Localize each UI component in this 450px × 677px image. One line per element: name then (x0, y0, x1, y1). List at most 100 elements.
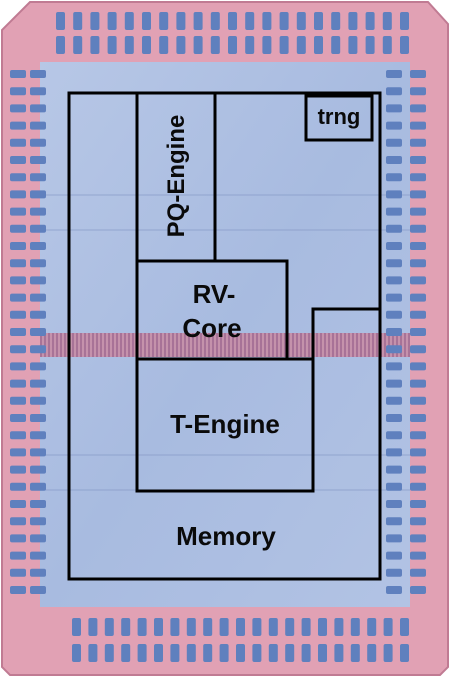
io-pad (10, 121, 26, 130)
io-pad (10, 259, 26, 268)
io-pad (210, 36, 220, 54)
io-pad (30, 276, 46, 285)
io-pad (367, 618, 377, 636)
io-pad (90, 36, 100, 54)
io-pad (386, 104, 402, 113)
io-pad (30, 414, 46, 422)
io-pad (386, 293, 402, 302)
io-pad (410, 465, 426, 474)
io-pad (410, 500, 426, 508)
io-pad (107, 12, 117, 30)
trng-label: trng (318, 104, 361, 129)
io-pad (334, 644, 344, 662)
io-pad (236, 644, 245, 662)
io-pad (10, 448, 26, 457)
io-pad (10, 379, 26, 388)
io-pad (170, 618, 180, 636)
io-pad (386, 224, 402, 233)
io-pad (10, 242, 26, 250)
io-pad (137, 644, 147, 662)
io-pad (386, 242, 402, 250)
io-pad (30, 517, 46, 526)
io-pad (10, 207, 26, 216)
io-pad (107, 36, 117, 54)
io-pad (410, 345, 426, 354)
io-pad (154, 618, 163, 636)
io-pad (348, 12, 358, 30)
io-pad (383, 618, 393, 636)
io-pad (30, 224, 46, 233)
io-pad (348, 36, 358, 54)
io-pad (30, 310, 46, 319)
io-pad (10, 173, 26, 182)
io-pad (410, 156, 426, 164)
io-pad (10, 328, 26, 336)
io-pad (383, 644, 393, 662)
io-pad (10, 156, 26, 164)
io-pad (176, 12, 186, 30)
io-pad (410, 87, 426, 96)
io-pad (386, 276, 402, 285)
io-pad (386, 87, 402, 96)
io-pad (186, 644, 196, 662)
io-pad (236, 618, 245, 636)
io-pad (10, 396, 26, 405)
io-pad (410, 431, 426, 440)
io-pad (400, 618, 409, 636)
io-pad (410, 207, 426, 216)
io-pad (386, 345, 402, 354)
io-pad (30, 293, 46, 302)
io-pad (386, 70, 402, 78)
io-pad (386, 259, 402, 268)
io-pad (262, 36, 272, 54)
io-pads-bottom (72, 618, 409, 662)
io-pad (56, 12, 65, 30)
io-pad (142, 36, 151, 54)
io-pad (142, 12, 151, 30)
io-pad (410, 242, 426, 250)
io-pad (30, 190, 46, 199)
io-pad (245, 36, 255, 54)
io-pad (386, 414, 402, 422)
io-pad (30, 121, 46, 130)
io-pad (30, 259, 46, 268)
io-pad (410, 138, 426, 147)
io-pad (10, 551, 26, 560)
io-pad (296, 12, 306, 30)
io-pad (30, 465, 46, 474)
io-pad (410, 224, 426, 233)
io-pad (386, 500, 402, 508)
io-pad (186, 618, 196, 636)
io-pad (219, 618, 229, 636)
io-pad (285, 618, 295, 636)
io-pad (104, 618, 114, 636)
io-pad (279, 36, 289, 54)
io-pad (193, 12, 203, 30)
io-pad (10, 362, 26, 371)
rv-core-label-line2: Core (182, 313, 241, 343)
io-pad (10, 345, 26, 354)
io-pad (400, 12, 409, 30)
io-pad (386, 517, 402, 526)
io-pad (30, 568, 46, 577)
io-pad (331, 12, 341, 30)
io-pad (367, 644, 377, 662)
io-pad (30, 207, 46, 216)
io-pad (10, 500, 26, 508)
io-pad (296, 36, 306, 54)
io-pad (30, 448, 46, 457)
io-pad (410, 173, 426, 182)
io-pad (410, 190, 426, 199)
io-pad (252, 618, 262, 636)
io-pad (10, 87, 26, 96)
rv-core-label-line1: RV- (193, 279, 236, 309)
io-pad (410, 551, 426, 560)
io-pad (386, 586, 402, 594)
io-pad (410, 534, 426, 543)
io-pad (30, 586, 46, 594)
io-pad (410, 293, 426, 302)
io-pad (252, 644, 262, 662)
io-pad (410, 259, 426, 268)
memory-notch (311, 307, 382, 579)
io-pad (410, 104, 426, 113)
